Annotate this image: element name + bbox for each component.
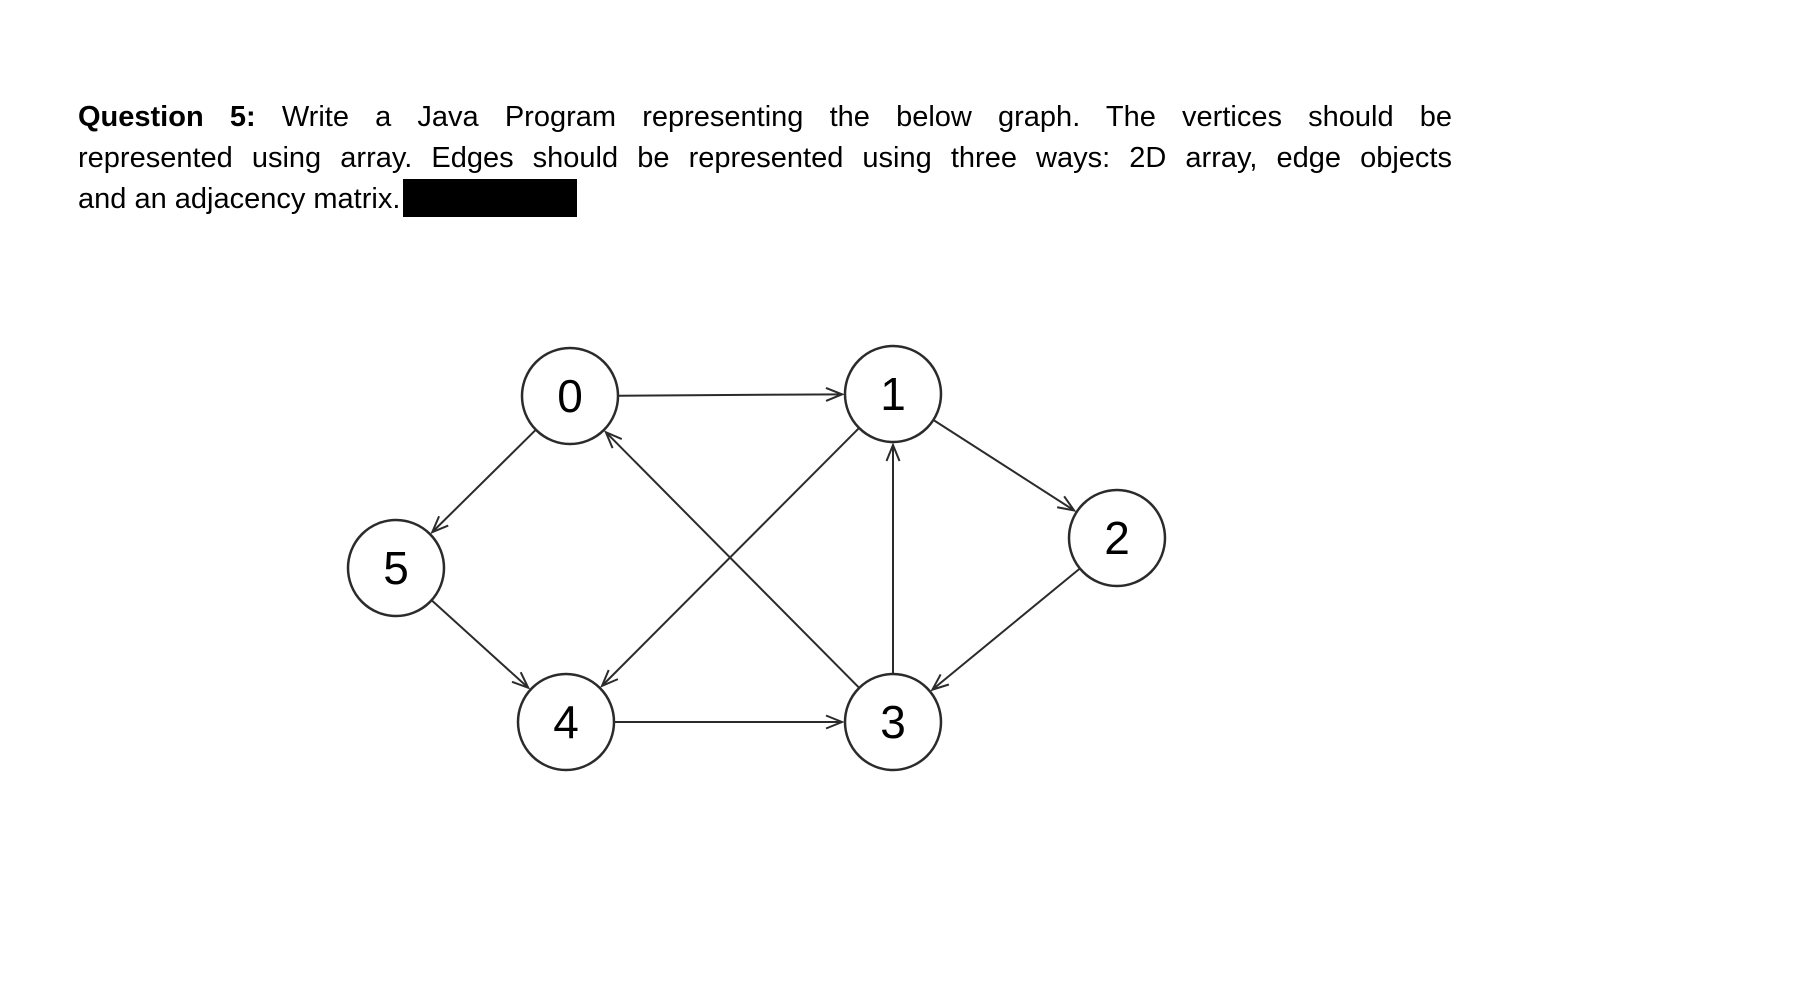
question-paragraph: Question 5: Write a Java Program represe… xyxy=(78,97,1452,220)
graph-node-circle-2 xyxy=(1067,488,1167,588)
graph-node-1: 1 xyxy=(843,344,943,444)
graph-node-0: 0 xyxy=(520,346,620,446)
graph-node-circle-0 xyxy=(520,346,620,446)
question-line-3: and an adjacency matrix. xyxy=(78,179,1452,220)
graph-node-3: 3 xyxy=(843,672,943,772)
graph-node-label-1: 1 xyxy=(880,368,906,420)
graph-edge-1-to-4 xyxy=(602,427,860,686)
graph-node-4: 4 xyxy=(516,672,616,772)
graph-node-label-3: 3 xyxy=(880,696,906,748)
question-label: Question 5: xyxy=(78,101,256,133)
graph-node-circle-1 xyxy=(843,344,943,444)
question-text-line-1: Write a Java Program representing the be… xyxy=(281,101,1453,133)
question-text-line-3: and an adjacency matrix. xyxy=(78,183,401,215)
graph-edge-5-to-4 xyxy=(431,600,528,688)
graph-node-2: 2 xyxy=(1067,488,1167,588)
graph-node-circle-3 xyxy=(843,672,943,772)
graph-node-circle-4 xyxy=(516,672,616,772)
graph-node-label-2: 2 xyxy=(1104,512,1130,564)
question-line-2: represented using array. Edges should be… xyxy=(78,138,1452,179)
graph-node-label-4: 4 xyxy=(553,696,579,748)
redaction-box xyxy=(403,179,578,217)
graph-node-label-5: 5 xyxy=(383,542,409,594)
question-text-line-2: represented using array. Edges should be… xyxy=(78,142,1452,174)
graph-edge-0-to-5 xyxy=(432,429,536,532)
question-line-1: Question 5: Write a Java Program represe… xyxy=(78,97,1452,138)
graph-edge-3-to-0 xyxy=(606,432,860,688)
graph-edge-0-to-1 xyxy=(618,394,842,395)
graph-edge-1-to-2 xyxy=(933,419,1074,510)
graph-edge-2-to-3 xyxy=(932,568,1080,690)
graph-node-5: 5 xyxy=(346,518,446,618)
graph-node-circle-5 xyxy=(346,518,446,618)
graph-node-label-0: 0 xyxy=(557,370,583,422)
